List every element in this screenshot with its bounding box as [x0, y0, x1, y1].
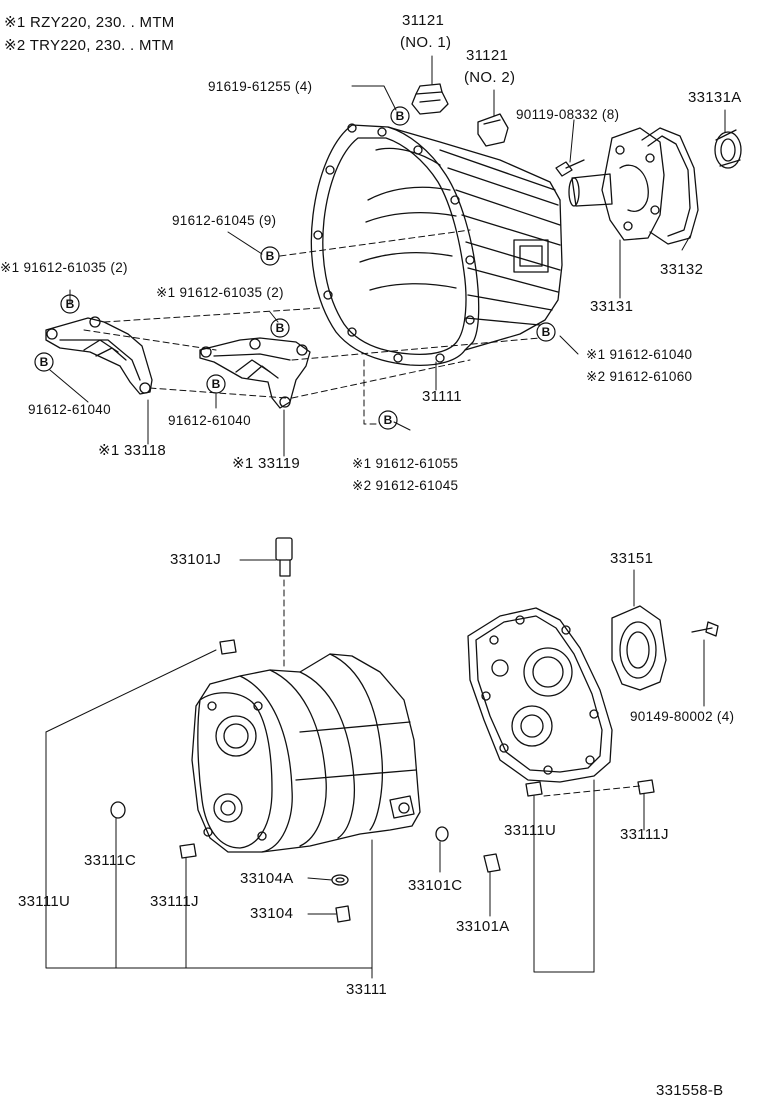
label-91612-61035-left: ※1 91612-61035 (2) [0, 260, 128, 275]
label-33118: ※1 33118 [98, 442, 167, 459]
label-91612-61040-right1: ※1 91612-61040 [586, 347, 693, 362]
pin-33111J-upper [219, 639, 237, 655]
vent-plug-33101J [275, 537, 293, 577]
label-33101J: 33101J [170, 551, 222, 568]
label-91612-61055: ※1 91612-61055 [352, 456, 459, 471]
pin-33111J-left [179, 843, 197, 859]
bolt-90149-80002 [691, 621, 719, 637]
label-33104A: 33104A [240, 870, 294, 887]
label-90149-80002: 90149-80002 (4) [630, 709, 735, 724]
label-31121-no2: 31121 [466, 47, 509, 64]
label-91612-61040-left: 91612-61040 [28, 402, 111, 417]
bolt-marker-letter: B [66, 297, 75, 311]
insulator-31121-no1 [411, 83, 449, 115]
retainer-33151 [611, 605, 667, 691]
label-33131A: 33131A [688, 89, 742, 106]
gasket-33101C [435, 826, 449, 842]
label-33111J-left: 33111J [150, 893, 199, 910]
plug-33101A [483, 853, 501, 873]
plug-33111C [110, 801, 126, 819]
insulator-31121-no2 [477, 113, 509, 147]
pin-33111U-right [525, 781, 543, 797]
alignment-lines [83, 229, 641, 797]
note-1: ※1 RZY220, 230. . MTM [4, 14, 175, 31]
bolt-90119-08332 [555, 159, 585, 177]
diagram-code: 331558-B [656, 1082, 724, 1099]
bolt-marker-letter: B [266, 249, 275, 263]
label-91612-61060-right2: ※2 91612-61060 [586, 369, 693, 384]
bolt-marker-letter: B [542, 325, 551, 339]
intermediate-plate [467, 607, 613, 783]
pin-33111J-right [637, 779, 655, 795]
washer-33104A [331, 874, 349, 886]
transmission-case-33111 [191, 653, 421, 853]
bolt-marker-letter: B [40, 355, 49, 369]
leader-lines [45, 55, 726, 979]
label-33101C: 33101C [408, 877, 463, 894]
label-33111: 33111 [346, 981, 387, 998]
bolt-markers [34, 106, 556, 430]
note-2: ※2 TRY220, 230. . MTM [4, 37, 175, 54]
bolt-marker-letter: B [276, 321, 285, 335]
label-33101A: 33101A [456, 918, 510, 935]
label-31111: 31111 [422, 388, 462, 405]
bracket-33118 [45, 316, 153, 395]
bolt-marker-letter: B [384, 413, 393, 427]
bolt-marker-letter: B [212, 377, 221, 391]
label-31121-no1-sub: (NO. 1) [400, 34, 452, 51]
label-33151: 33151 [610, 550, 654, 567]
bolt-marker-letters: B B B B B B B B [40, 109, 551, 427]
label-33104: 33104 [250, 905, 294, 922]
bracket-33119 [199, 337, 311, 409]
oil-seal-33131A [714, 129, 742, 169]
label-33111U-right: 33111U [504, 822, 557, 839]
label-31121-no2-sub: (NO. 2) [464, 69, 516, 86]
label-90119-08332: 90119-08332 (8) [516, 107, 620, 122]
gasket-33132 [641, 127, 699, 245]
label-91612-61045-b: ※2 91612-61045 [352, 478, 459, 493]
label-33132: 33132 [660, 261, 704, 278]
label-91612-61045-9: 91612-61045 (9) [172, 213, 277, 228]
label-33131: 33131 [590, 298, 634, 315]
label-91612-61040-mid: 91612-61040 [168, 413, 251, 428]
label-33119: ※1 33119 [232, 455, 301, 472]
label-31121-no1: 31121 [402, 12, 445, 29]
label-33111J-right: 33111J [620, 826, 669, 843]
bolt-marker-letter: B [396, 109, 405, 123]
label-33111C: 33111C [84, 852, 137, 869]
label-91619-61255: 91619-61255 (4) [208, 79, 313, 94]
label-91612-61035-mid: ※1 91612-61035 (2) [156, 285, 284, 300]
label-33111U-left: 33111U [18, 893, 71, 910]
clutch-housing-31111 [310, 123, 563, 366]
plug-33104 [335, 905, 351, 923]
